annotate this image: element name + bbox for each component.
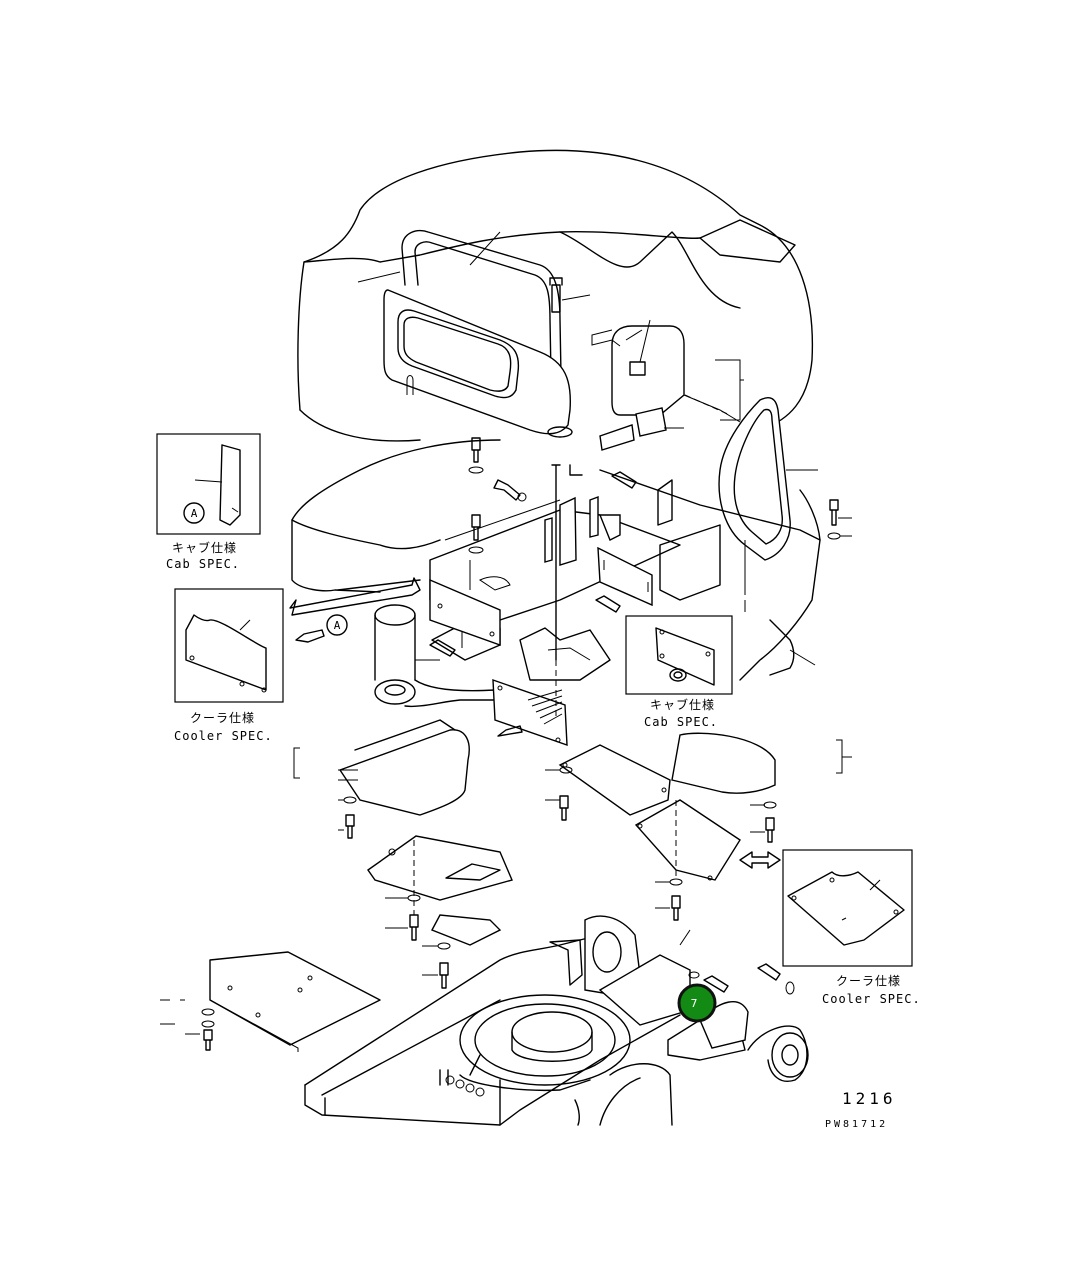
drawing-code: PW81712 bbox=[825, 1119, 888, 1130]
right-stay-panel bbox=[718, 397, 818, 612]
inset-cab-mid-jp: キャブ仕様 bbox=[650, 697, 715, 712]
reference-marker-a-main: A bbox=[326, 614, 348, 636]
inset-cooler-right bbox=[782, 849, 913, 967]
reference-a-label-inset: A bbox=[191, 507, 198, 520]
cab-side-cover bbox=[591, 319, 744, 451]
inset-cooler-right-jp: クーラ仕様 bbox=[836, 974, 901, 988]
bracket-plates bbox=[544, 479, 673, 607]
frame-inner-cover bbox=[429, 578, 568, 747]
track-frame bbox=[209, 915, 809, 1126]
final-drive-bolts bbox=[688, 963, 795, 995]
interchange-arrows bbox=[739, 851, 781, 869]
reference-marker-a-inset: A bbox=[183, 502, 205, 524]
inset-cooler-left-en: Cooler SPEC. bbox=[174, 729, 273, 743]
mounting-bolts bbox=[295, 437, 852, 737]
inset-cab-top-en: Cab SPEC. bbox=[166, 557, 240, 571]
inset-cab-top bbox=[156, 433, 261, 535]
inset-cooler-left-jp: クーラ仕様 bbox=[190, 711, 255, 725]
under-covers bbox=[293, 640, 852, 946]
inset-cab-top-jp: キャブ仕様 bbox=[172, 540, 237, 555]
grab-handle bbox=[357, 229, 573, 438]
callout-number[interactable]: 7 bbox=[691, 997, 698, 1010]
inset-cooler-left bbox=[174, 588, 284, 703]
inset-cooler-right-en: Cooler SPEC. bbox=[822, 992, 921, 1006]
lower-bolts bbox=[160, 766, 777, 1051]
bolt-top bbox=[549, 277, 591, 313]
callout-circle[interactable] bbox=[677, 983, 717, 1023]
inset-cab-mid-en: Cab SPEC. bbox=[644, 715, 718, 729]
callout-marker-7[interactable]: 7 bbox=[677, 983, 717, 1023]
inset-cab-mid bbox=[625, 615, 733, 695]
page-number: 1216 bbox=[842, 1089, 897, 1108]
reference-a-label-main: A bbox=[334, 619, 341, 632]
counterweight-outline bbox=[297, 149, 814, 442]
